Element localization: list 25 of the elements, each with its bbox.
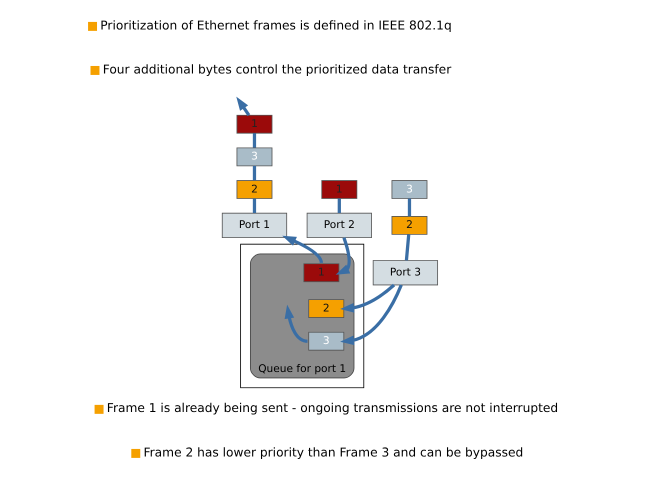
- node-box: 1: [303, 263, 340, 282]
- connector: [404, 234, 410, 261]
- node-box: 3: [392, 180, 428, 199]
- node-box: 1: [236, 114, 272, 134]
- node-box: 2: [236, 180, 272, 199]
- node-box: 2: [308, 299, 344, 318]
- connector: [252, 166, 256, 180]
- connector: [408, 198, 412, 216]
- node-box: 3: [308, 332, 344, 351]
- arrow: [340, 284, 396, 313]
- node-box: 3: [236, 148, 272, 166]
- node-box: 2: [392, 216, 428, 235]
- label: Frame 1 is already being sent - ongoing transmissions are not interrupted: [106, 401, 558, 416]
- node-box: Port 1: [222, 212, 288, 238]
- cluster: [240, 244, 364, 388]
- connector: [252, 198, 256, 213]
- connector: [338, 198, 341, 213]
- node-box: 1: [321, 180, 358, 199]
- connector: [252, 133, 256, 148]
- label: Prioritization of Ethernet frames is defined in IEEE 802.1q: [100, 18, 452, 32]
- label: Frame 2 has lower priority than Frame 3 and can be bypassed: [144, 445, 524, 460]
- node-box: Port 2: [306, 212, 372, 238]
- arrow: [340, 284, 403, 346]
- node-box: Port 3: [372, 260, 438, 286]
- label: Four additional bytes control the prioritized data transfer: [102, 62, 452, 76]
